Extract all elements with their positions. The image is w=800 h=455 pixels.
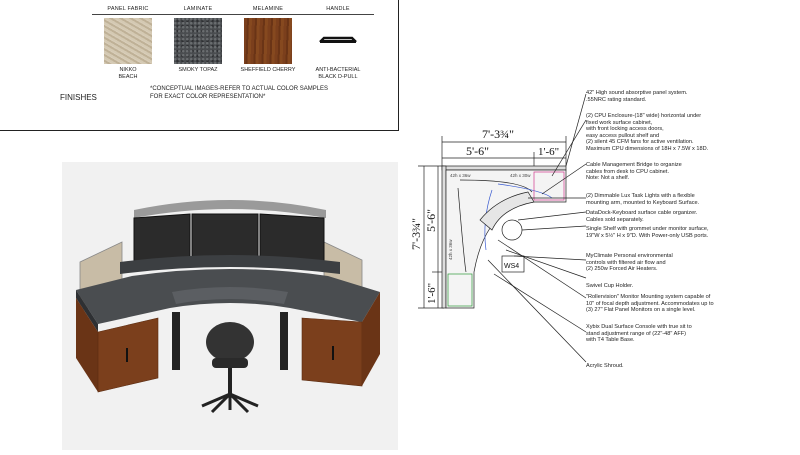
callout-cable-bridge: Cable Management Bridge to organize cabl… bbox=[586, 162, 682, 182]
callout-panel-system: 42" High sound absorptive panel system. … bbox=[586, 90, 688, 103]
finish-label: SMOKY TOPAZ bbox=[178, 67, 218, 73]
dim-top-right: 1'-6" bbox=[538, 146, 559, 158]
callout-dual-surface: Xybix Dual Surface Console with true sit… bbox=[586, 324, 692, 344]
finish-label: ANTI-BACTERIAL BLACK D-PULL bbox=[315, 67, 361, 80]
finish-swatch bbox=[244, 18, 292, 64]
plan-small-label: 42h x 30w bbox=[510, 173, 531, 178]
floor-plan: 7'-3¾" 5'-6" 1'-6" 7'-3¾" 5'-6" 1'-6" 42… bbox=[402, 80, 800, 450]
finish-header: PANEL FABRIC bbox=[92, 6, 164, 15]
finish-label: SHEFFIELD CHERRY bbox=[240, 67, 296, 73]
finish-header: MELAMINE bbox=[232, 6, 304, 15]
callout-cup-holder: Swivel Cup Holder. bbox=[586, 283, 634, 289]
station-label: WS4 bbox=[504, 263, 519, 270]
finishes-panel: PANEL FABRIC NIKKO BEACH LAMINATE SMOKY … bbox=[0, 0, 399, 131]
plan-small-label: 42h x 36w bbox=[448, 239, 453, 260]
finishes-title: FINISHES bbox=[60, 93, 97, 102]
finish-header: HANDLE bbox=[302, 6, 374, 15]
d-pull-handle-icon bbox=[319, 36, 357, 43]
finish-laminate: LAMINATE SMOKY TOPAZ bbox=[162, 6, 234, 74]
dim-left-lower: 1'-6" bbox=[426, 283, 438, 304]
dim-top-left: 5'-6" bbox=[466, 144, 489, 158]
finish-label: NIKKO BEACH bbox=[118, 67, 138, 80]
dim-left-overall: 7'-3¾" bbox=[409, 218, 423, 250]
finish-swatch bbox=[174, 18, 222, 64]
console-illustration bbox=[76, 200, 380, 414]
callout-single-shelf: Single Shelf with grommet under monitor … bbox=[586, 226, 709, 239]
finish-panel-fabric: PANEL FABRIC NIKKO BEACH bbox=[92, 6, 164, 81]
finish-melamine: MELAMINE SHEFFIELD CHERRY bbox=[232, 6, 304, 74]
finish-handle: HANDLE ANTI-BACTERIAL BLACK D-PULL bbox=[302, 6, 374, 81]
dim-top-overall: 7'-3¾" bbox=[482, 127, 514, 141]
finish-swatch bbox=[314, 18, 362, 64]
callout-myclimate: MyClimate Personal environmental control… bbox=[586, 253, 673, 273]
floor-plan-drawing: 7'-3¾" 5'-6" 1'-6" 7'-3¾" 5'-6" 1'-6" 42… bbox=[409, 93, 587, 363]
callout-datadock: DataDock-Keyboard surface cable organize… bbox=[586, 210, 698, 223]
callout-acrylic-shroud: Acrylic Shroud. bbox=[586, 363, 624, 369]
finishes-disclaimer: *CONCEPTUAL IMAGES-REFER TO ACTUAL COLOR… bbox=[150, 86, 329, 100]
finish-swatch bbox=[104, 18, 152, 64]
plan-small-label: 42h x 36w bbox=[450, 173, 471, 178]
console-photo bbox=[62, 162, 398, 450]
callout-task-lights: (2) Dimmable Lux Task Lights with a flex… bbox=[586, 193, 700, 206]
callout-cpu-enclosure: (2) CPU Enclosure-(18" wide) horizontal … bbox=[586, 113, 709, 152]
finish-header: LAMINATE bbox=[162, 6, 234, 15]
dim-left-upper: 5'-6" bbox=[424, 209, 438, 232]
callout-rollervision: "Rollervision" Monitor Mounting system c… bbox=[586, 294, 714, 314]
